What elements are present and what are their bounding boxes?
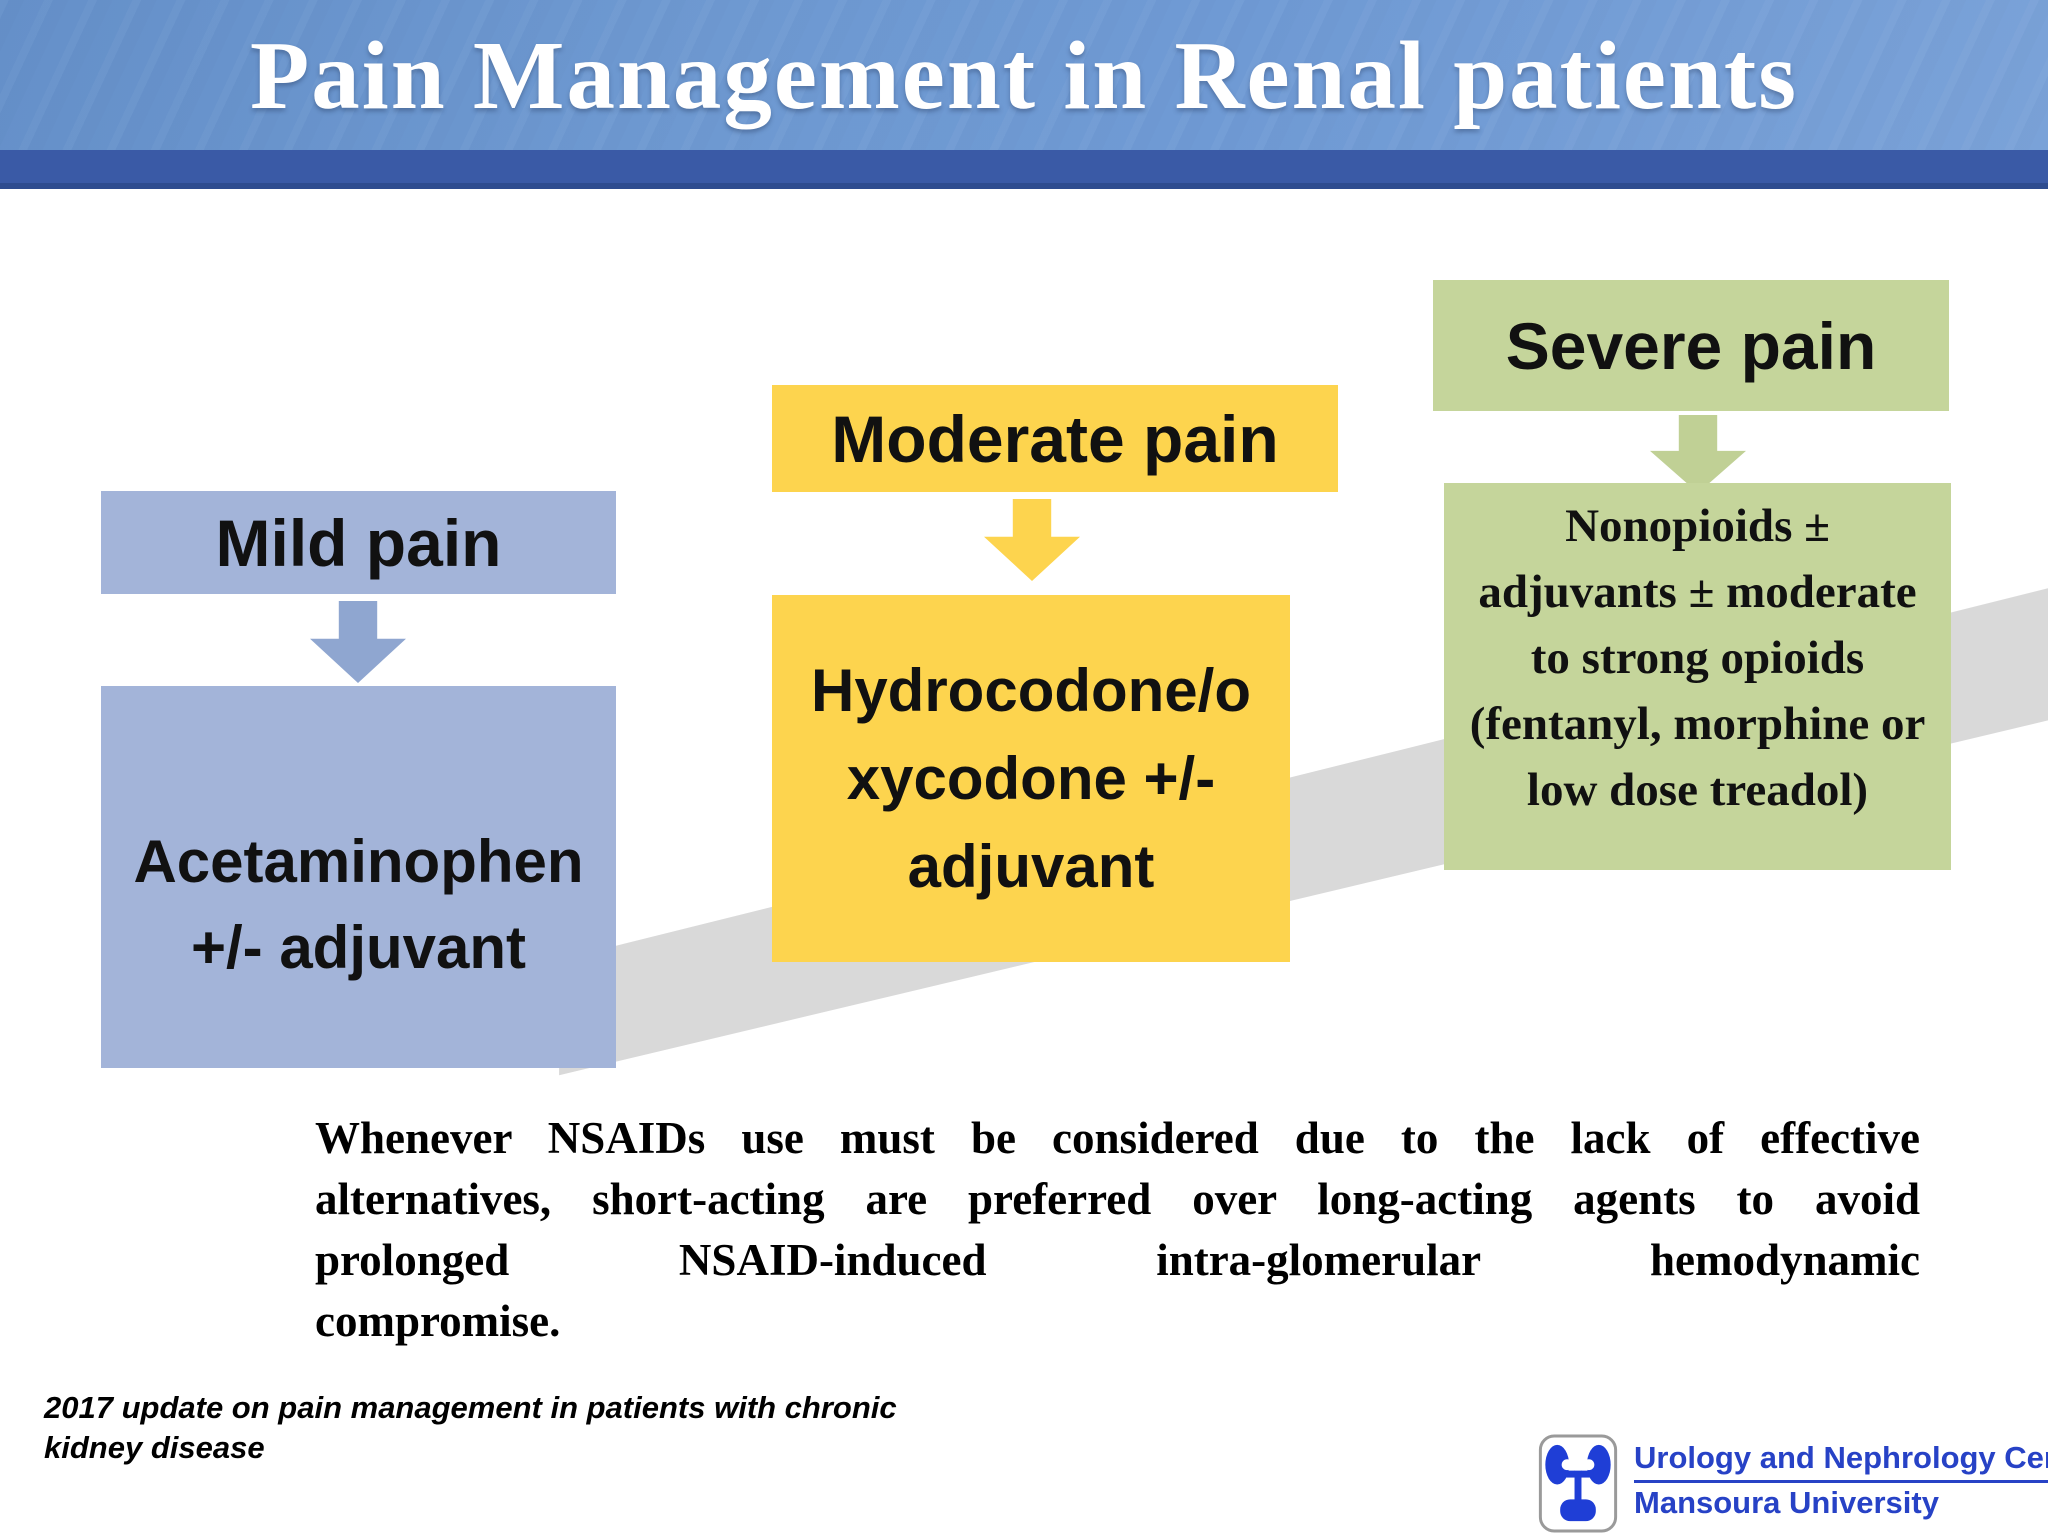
down-arrow-icon [1650,415,1746,493]
moderate-treatment-box: Hydrocodone/o xycodone +/- adjuvant [772,595,1290,962]
down-arrow-icon [984,499,1080,581]
severe-pain-box: Severe pain [1433,280,1949,411]
kidneys-icon [1538,1434,1618,1533]
nsaid-note: Whenever NSAIDs use must be considered d… [315,1108,1920,1352]
mild-pain-box: Mild pain [101,491,616,594]
footer-logo: Urology and Nephrology Center Mansoura U… [1538,1434,2048,1533]
footer-logo-text: Urology and Nephrology Center Mansoura U… [1634,1434,2048,1521]
page-title: Pain Management in Renal patients [250,21,1798,129]
logo-university-name: Mansoura University [1634,1485,1939,1520]
nsaid-note-line: Whenever NSAIDs use must be considered d… [315,1113,1920,1163]
nsaid-note-line: compromise. [315,1296,561,1346]
severe-pain-label: Severe pain [1505,308,1877,383]
severe-treatment-box: Nonopioids ± adjuvants ± moderate to str… [1444,483,1951,870]
moderate-pain-label: Moderate pain [831,401,1279,476]
nsaid-note-line: prolonged NSAID-induced intra-glomerular… [315,1235,1920,1285]
down-arrow-icon [310,601,406,683]
header-strip [0,150,2048,189]
mild-treatment-box: Acetaminophen +/- adjuvant [101,686,616,1068]
mild-pain-label: Mild pain [215,505,502,580]
header-band [0,0,2048,150]
logo-org-name: Urology and Nephrology Center [1634,1440,2048,1483]
moderate-pain-box: Moderate pain [772,385,1338,492]
nsaid-note-line: alternatives, short-acting are preferred… [315,1174,1920,1224]
moderate-treatment-text: Hydrocodone/o xycodone +/- adjuvant [810,656,1251,900]
citation-text: 2017 update on pain management in patien… [44,1390,897,1465]
severe-treatment-text: Nonopioids ± adjuvants ± moderate to str… [1469,500,1926,816]
mild-treatment-text: Acetaminophen +/- adjuvant [133,828,584,981]
